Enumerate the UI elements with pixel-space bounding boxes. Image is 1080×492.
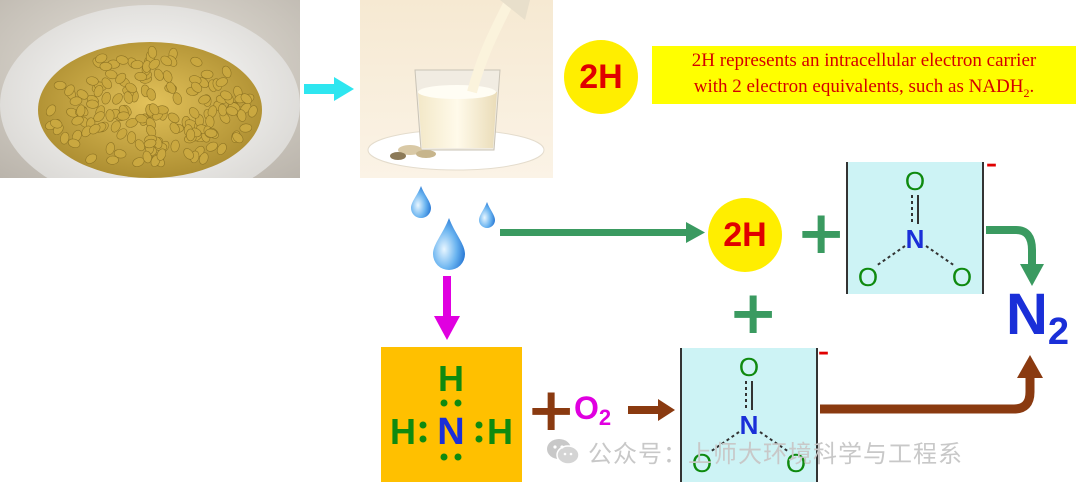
nitrate-charge-top: – (986, 152, 997, 177)
water-drops (411, 186, 495, 270)
carrier-2h-label: 2H (579, 57, 623, 96)
nitrate-nitrogen-bottom: N (740, 410, 759, 440)
nitrate-structure-bottom: O N O O (680, 348, 818, 482)
soymilk-glass-photo (360, 0, 553, 178)
nitrate-oxygen-top: O (739, 352, 759, 382)
nitrate-oxygen-right-bottom: O (786, 448, 806, 478)
magenta-arrow (434, 276, 460, 340)
ammonia-hydrogen-left: H (390, 411, 416, 452)
carrier-2h-circle-top: 2H (564, 40, 638, 114)
cyan-arrow (304, 77, 354, 101)
carrier-2h-label: 2H (723, 215, 767, 254)
green-arrow-curve (986, 226, 1044, 286)
nitrate-oxygen-left-bottom: O (692, 448, 712, 478)
nitrate-charge-bottom: – (818, 340, 829, 365)
nitrate-structure-top: O N O O (846, 162, 984, 294)
carrier-2h-circle: 2H (708, 198, 782, 272)
note-line-2: with 2 electron equivalents, such as NAD… (693, 76, 1035, 100)
oxygen-reactant: O2 (574, 390, 612, 430)
ammonia-nitrogen: N (437, 411, 464, 453)
electron-carrier-note: 2H represents an intracellular electron … (652, 46, 1076, 104)
plus-sign-green: + (728, 278, 779, 348)
nitrate-oxygen-top: O (905, 166, 925, 196)
green-arrow-right (500, 222, 705, 243)
soybean-bowl-photo (0, 0, 300, 178)
ammonia-lewis-structure: H H N H (381, 347, 522, 482)
ammonia-hydrogen-right: H (487, 411, 513, 452)
note-line-1: 2H represents an intracellular electron … (691, 50, 1037, 71)
nitrate-oxygen-left-top: O (858, 262, 878, 292)
plus-sign-green: + (796, 198, 847, 268)
plus-sign-brown: + (526, 375, 577, 445)
nitrate-oxygen-right-top: O (952, 262, 972, 292)
brown-arrow-long (820, 355, 1043, 414)
brown-arrow-short (628, 399, 675, 421)
ammonia-hydrogen-top: H (438, 358, 464, 399)
wechat-icon (547, 438, 580, 465)
wechat-watermark: 公众号：上师大环境科学与工程系 (546, 434, 963, 469)
nitrogen-gas-product: N2 (1006, 282, 1070, 354)
nitrate-nitrogen-top: N (906, 224, 925, 254)
